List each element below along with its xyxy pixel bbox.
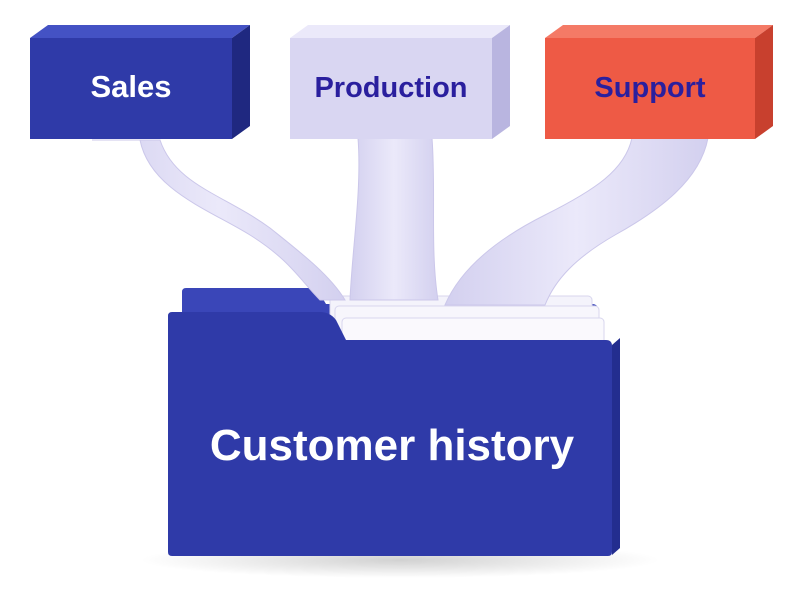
ribbon-support xyxy=(444,137,709,306)
box-label-production: Production xyxy=(314,72,467,104)
folder-customer-history: Customer history xyxy=(168,312,620,556)
box-label-support: Support xyxy=(594,72,705,104)
flow-ribbons xyxy=(92,137,709,306)
box-support: Support xyxy=(545,25,773,139)
box-production: Production xyxy=(290,25,510,139)
box-sales: Sales xyxy=(30,25,250,139)
box-label-sales: Sales xyxy=(90,69,171,104)
folder-label: Customer history xyxy=(210,421,575,470)
ribbon-sales xyxy=(92,139,346,301)
ribbon-production xyxy=(349,137,439,301)
